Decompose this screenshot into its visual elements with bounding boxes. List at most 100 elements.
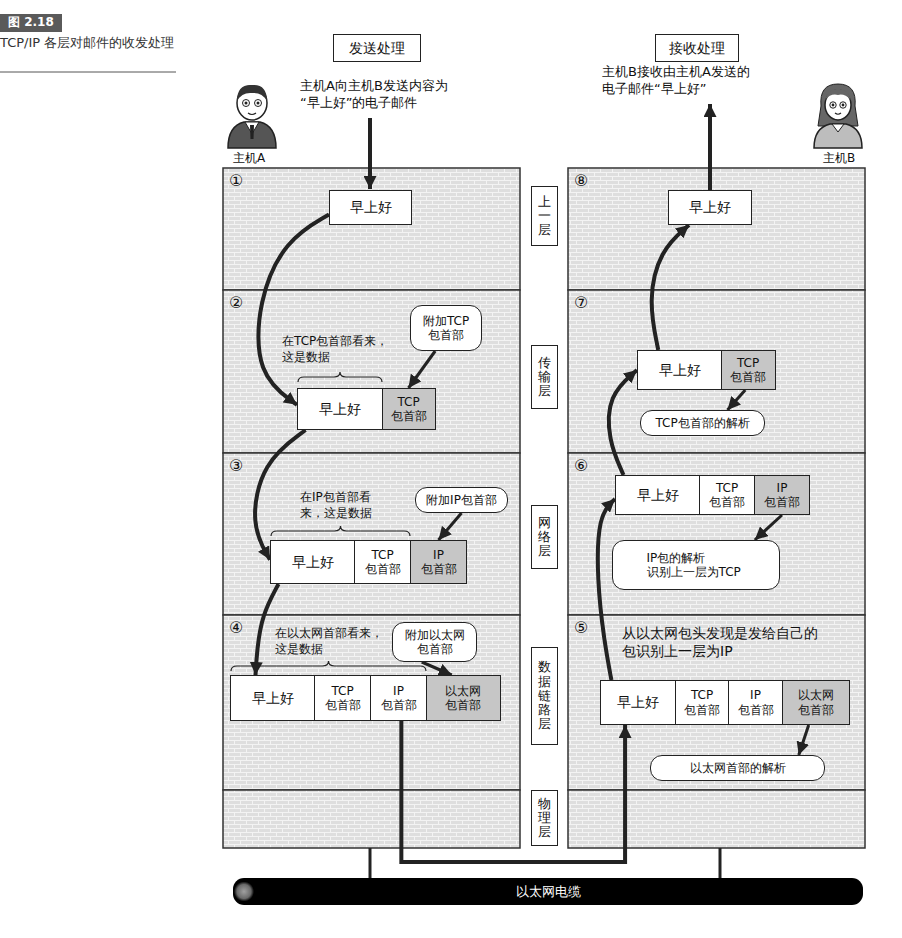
- cable-tap: [719, 848, 722, 880]
- header-field: IP 包首部: [370, 675, 427, 721]
- suit: [228, 122, 276, 148]
- header-field: TCP 包首部: [699, 475, 756, 515]
- label-holder: 主机B: [823, 151, 855, 167]
- step-number: ⑦: [574, 293, 588, 312]
- eye: [840, 102, 846, 108]
- dress: [814, 124, 862, 148]
- label-holder: 主机A向主机B发送内容为 “早上好”的电子邮件: [300, 78, 452, 112]
- packet-field: 早上好: [297, 388, 383, 430]
- node-text: 上一层: [538, 195, 551, 238]
- annotation-label: 在TCP包首部看来， 这是数据: [282, 334, 393, 365]
- annotation-label: 主机B: [823, 151, 855, 167]
- label-holder: 主机B接收由主机A发送的 电子邮件“早上好”: [602, 64, 754, 98]
- node-text: 早上好: [319, 401, 361, 418]
- flow-arrow: [439, 513, 462, 540]
- node-text: 以太网 包首部: [443, 684, 483, 713]
- caption-holder: TCP/IP 各层对邮件的收发处理: [0, 35, 176, 52]
- pupil: [245, 102, 248, 105]
- node-text: 传输层: [538, 356, 551, 399]
- packet-field: 早上好: [637, 350, 722, 390]
- stage-box: 发送处理: [333, 34, 421, 62]
- hair: [818, 84, 858, 126]
- flow-arrow: [755, 515, 782, 540]
- header-field: IP 包首部: [754, 475, 810, 515]
- mouth: [248, 113, 256, 115]
- step-number: ④: [229, 618, 243, 637]
- data-brace: [271, 526, 410, 536]
- packet-field: 早上好: [230, 675, 315, 721]
- step-panel: ②附加TCP 包首部早上好TCP 包首部: [223, 290, 520, 453]
- physical-panel: [223, 790, 520, 848]
- collar: [832, 124, 844, 132]
- step-panel: ④附加以太网 包首部早上好TCP 包首部IP 包首部以太网 包首部: [223, 615, 520, 790]
- header-field: 以太网 包首部: [426, 675, 501, 721]
- node-text: 以太网 包首部: [796, 688, 836, 717]
- node-text: 早上好: [252, 690, 294, 707]
- tie: [250, 125, 254, 139]
- node-text: TCP 包首部: [323, 684, 363, 713]
- header-field: TCP 包首部: [382, 388, 436, 430]
- eye: [830, 102, 836, 108]
- step-number: ①: [229, 171, 243, 190]
- layer-label: 传输层: [531, 345, 558, 409]
- node-text: 以太网首部的解析: [690, 761, 786, 775]
- header-field: TCP 包首部: [314, 675, 372, 721]
- step-number: ⑧: [574, 171, 588, 190]
- message-box: 早上好: [329, 190, 412, 225]
- figure-number: 图 2.18: [8, 15, 54, 31]
- packet-field: 早上好: [270, 540, 355, 584]
- step-number: ⑥: [574, 456, 588, 475]
- node-text: 物理层: [538, 797, 551, 840]
- step-number: ⑤: [574, 618, 588, 637]
- packet-field: 早上好: [615, 475, 700, 515]
- packet-field: 早上好: [600, 680, 676, 725]
- flow-arrow: [422, 662, 452, 675]
- host-a-figure: [228, 85, 276, 148]
- annotation-label: 主机A: [233, 151, 265, 167]
- callout-box: IP包的解析 识别上一层为TCP: [612, 540, 780, 590]
- flow-arrow: [598, 499, 615, 680]
- header-field: IP 包首部: [728, 680, 783, 725]
- flow-arrow: [799, 725, 809, 755]
- header-field: IP 包首部: [410, 540, 467, 584]
- label-holder: 主机A: [233, 151, 265, 167]
- header-field: 以太网 包首部: [782, 680, 850, 725]
- layer-label: 物理层: [531, 790, 558, 846]
- node-text: 接收处理: [669, 40, 725, 57]
- header-field: TCP 包首部: [354, 540, 412, 584]
- node-text: 附加IP包首部: [426, 493, 497, 507]
- header-field: TCP 包首部: [721, 350, 776, 390]
- pupil: [257, 102, 260, 105]
- step-panel: ③附加IP包首部早上好TCP 包首部IP 包首部: [223, 453, 520, 615]
- callout-box: TCP包首部的解析: [640, 410, 765, 436]
- label-holder: 在以太网首部看来， 这是数据: [275, 626, 387, 657]
- hair: [237, 85, 267, 101]
- node-text: 早上好: [637, 487, 679, 504]
- eye: [243, 100, 250, 107]
- panel-ground: [223, 615, 520, 790]
- label-holder: 在TCP包首部看来， 这是数据: [282, 334, 393, 365]
- node-text: 以太网电缆: [516, 884, 581, 900]
- figure-number-band: 图 2.18: [0, 14, 62, 32]
- flow-arrow: [258, 215, 329, 405]
- annotation-label: 主机A向主机B发送内容为 “早上好”的电子邮件: [300, 78, 452, 112]
- label-holder: 从以太网包头发现是发给自己的 包识别上一层为IP: [622, 624, 822, 660]
- panel-ground: [223, 290, 520, 453]
- step-panel: ⑥ 早上好 TCP 包首部IP 包首部 IP包的解析 识别上一层为TCP: [568, 453, 865, 615]
- header-field: TCP 包首部: [675, 680, 730, 725]
- callout-box: 附加TCP 包首部: [410, 305, 482, 351]
- node-text: 早上好: [659, 362, 701, 379]
- panel-ground: [568, 453, 865, 615]
- flow-arrow: [401, 721, 625, 862]
- cable-tap: [369, 848, 372, 880]
- node-text: 数据链路层: [538, 660, 551, 731]
- node-text: TCP 包首部: [707, 481, 747, 510]
- node-text: 早上好: [350, 199, 392, 216]
- layer-label: 数据链路层: [531, 647, 558, 745]
- panel-ground: [568, 168, 865, 290]
- node-text: TCP 包首部: [389, 395, 429, 424]
- mouth: [835, 113, 841, 114]
